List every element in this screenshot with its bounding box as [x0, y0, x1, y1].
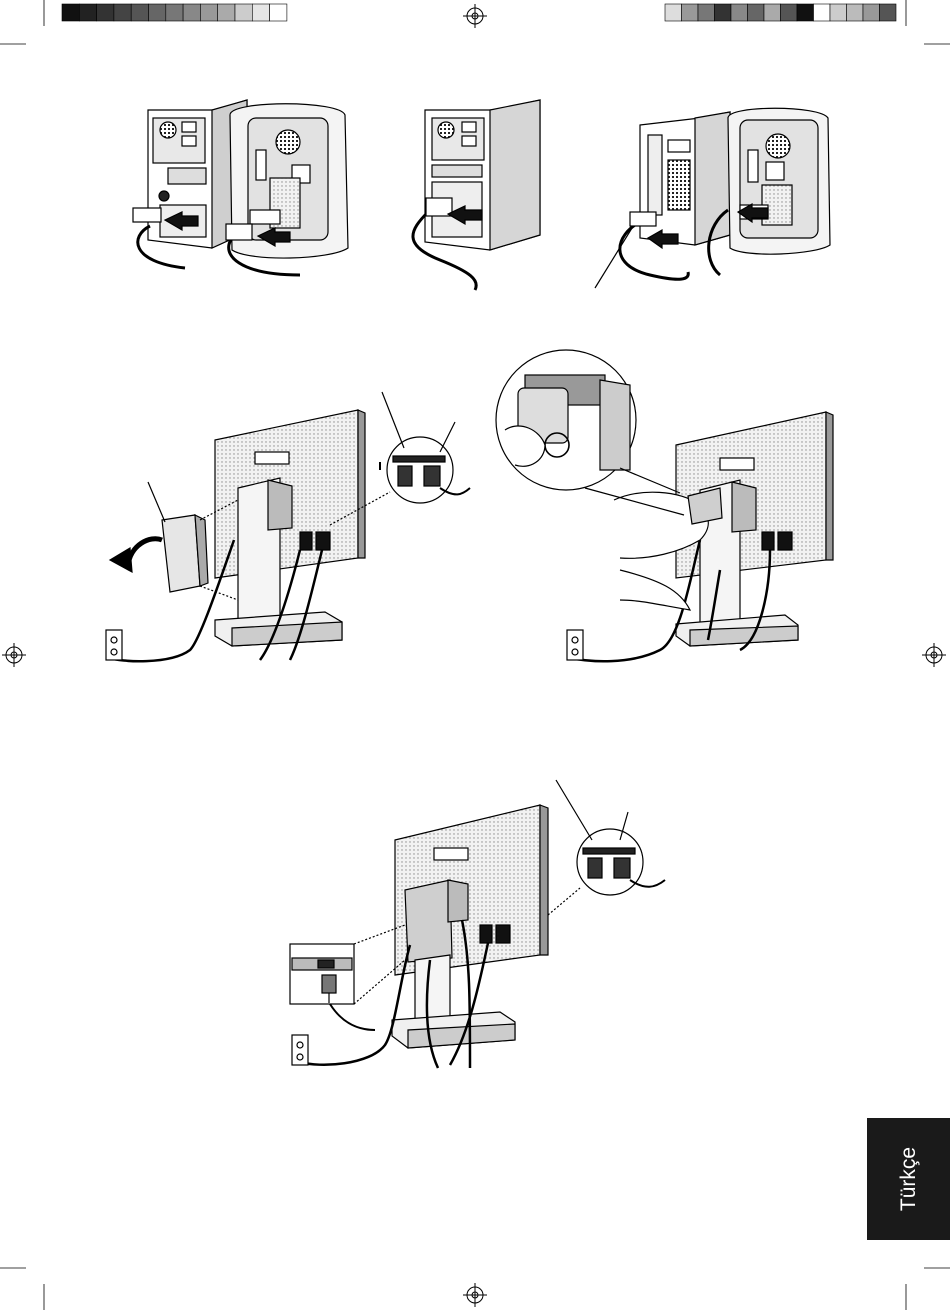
registration-strip-left	[62, 4, 287, 21]
monitor-rear-power-connection	[290, 780, 665, 1068]
pc-tower-mac-adapter-connection	[595, 108, 830, 288]
registration-strip-right	[665, 4, 896, 21]
registration-swatch	[797, 4, 814, 21]
pc-tower-cable-connection	[413, 100, 540, 290]
registration-target-top	[463, 4, 487, 28]
registration-swatch	[62, 4, 79, 21]
registration-swatch	[715, 4, 732, 21]
registration-swatch	[814, 4, 831, 21]
registration-swatch	[830, 4, 847, 21]
registration-swatch	[218, 4, 235, 21]
registration-swatch	[270, 4, 287, 21]
registration-swatch	[131, 4, 148, 21]
registration-swatch	[97, 4, 114, 21]
registration-swatch	[863, 4, 880, 21]
registration-swatch	[235, 4, 252, 21]
registration-swatch	[665, 4, 682, 21]
registration-swatch	[252, 4, 269, 21]
registration-swatch	[748, 4, 765, 21]
registration-target-left	[2, 643, 26, 667]
registration-swatch	[149, 4, 166, 21]
pc-tower-and-mac-cable-connection	[133, 100, 348, 275]
registration-swatch	[880, 4, 897, 21]
registration-swatch	[781, 4, 798, 21]
monitor-cable-holder-clip	[496, 350, 833, 661]
registration-swatch	[183, 4, 200, 21]
registration-swatch	[166, 4, 183, 21]
registration-swatch	[682, 4, 699, 21]
registration-swatch	[114, 4, 131, 21]
registration-swatch	[79, 4, 96, 21]
registration-swatch	[764, 4, 781, 21]
registration-swatch	[200, 4, 217, 21]
registration-swatch	[731, 4, 748, 21]
monitor-rear-cable-cover-removal	[106, 392, 470, 661]
registration-target-bottom	[463, 1283, 487, 1307]
language-tab-label: Türkçe	[867, 1118, 950, 1240]
registration-target-right	[922, 643, 946, 667]
registration-swatch	[698, 4, 715, 21]
language-tab: Türkçe	[867, 1118, 950, 1240]
registration-swatch	[847, 4, 864, 21]
